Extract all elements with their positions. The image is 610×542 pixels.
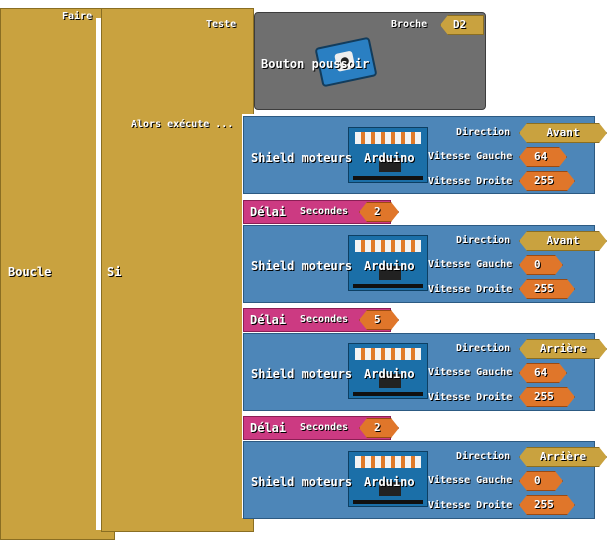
left-speed-label: Vitesse Gauche xyxy=(428,475,513,486)
if-then-label: Alors exécute ... xyxy=(131,119,234,130)
right-speed-label: Vitesse Droite xyxy=(428,392,513,403)
motor-shield-icon xyxy=(348,235,428,291)
loop-do-label: Faire xyxy=(62,11,93,22)
direction-label: Direction xyxy=(456,343,511,354)
delay-input[interactable]: 2 xyxy=(359,418,399,438)
motor-name: Shield moteurs xyxy=(251,475,353,489)
left-speed-input[interactable]: 0 xyxy=(519,255,563,275)
direction-dropdown[interactable]: Avant xyxy=(519,123,607,143)
left-speed-input[interactable]: 64 xyxy=(519,147,567,167)
motor-name: Shield moteurs xyxy=(251,367,353,381)
motor-overlay: Arduino xyxy=(364,367,415,381)
right-speed-input[interactable]: 255 xyxy=(519,171,575,191)
delay-name: Délai xyxy=(250,205,287,219)
delay-input[interactable]: 2 xyxy=(359,202,399,222)
delay-unit: Secondes xyxy=(300,206,349,217)
delay-name: Délai xyxy=(250,313,287,327)
pin-value: D2 xyxy=(453,18,467,31)
left-speed-label: Vitesse Gauche xyxy=(428,367,513,378)
left-speed-input[interactable]: 64 xyxy=(519,363,567,383)
motor-overlay: Arduino xyxy=(364,475,415,489)
loop-name: Boucle xyxy=(8,265,52,279)
right-speed-input[interactable]: 255 xyxy=(519,495,575,515)
right-speed-label: Vitesse Droite xyxy=(428,284,513,295)
pin-value-field[interactable]: D2 xyxy=(440,15,484,35)
button-name: Bouton poussoir xyxy=(261,57,370,71)
motor-shield-icon xyxy=(348,127,428,183)
right-speed-label: Vitesse Droite xyxy=(428,176,513,187)
motor-shield-icon xyxy=(348,343,428,399)
direction-label: Direction xyxy=(456,451,511,462)
left-speed-input[interactable]: 0 xyxy=(519,471,563,491)
left-speed-label: Vitesse Gauche xyxy=(428,259,513,270)
direction-label: Direction xyxy=(456,127,511,138)
delay-unit: Secondes xyxy=(300,422,349,433)
right-speed-label: Vitesse Droite xyxy=(428,500,513,511)
motor-name: Shield moteurs xyxy=(251,151,353,165)
motor-shield-icon xyxy=(348,451,428,507)
loop-block[interactable] xyxy=(0,8,115,540)
if-test-label: Teste xyxy=(206,19,237,30)
delay-input[interactable]: 5 xyxy=(359,310,399,330)
motor-overlay: Arduino xyxy=(364,151,415,165)
pin-label: Broche xyxy=(391,19,428,30)
direction-dropdown[interactable]: Arrière xyxy=(519,339,607,359)
direction-label: Direction xyxy=(456,235,511,246)
delay-unit: Secondes xyxy=(300,314,349,325)
direction-dropdown[interactable]: Avant xyxy=(519,231,607,251)
delay-name: Délai xyxy=(250,421,287,435)
if-block[interactable] xyxy=(101,8,254,532)
motor-name: Shield moteurs xyxy=(251,259,353,273)
right-speed-input[interactable]: 255 xyxy=(519,387,575,407)
left-speed-label: Vitesse Gauche xyxy=(428,151,513,162)
right-speed-input[interactable]: 255 xyxy=(519,279,575,299)
direction-dropdown[interactable]: Arrière xyxy=(519,447,607,467)
motor-overlay: Arduino xyxy=(364,259,415,273)
if-name: Si xyxy=(107,265,122,279)
